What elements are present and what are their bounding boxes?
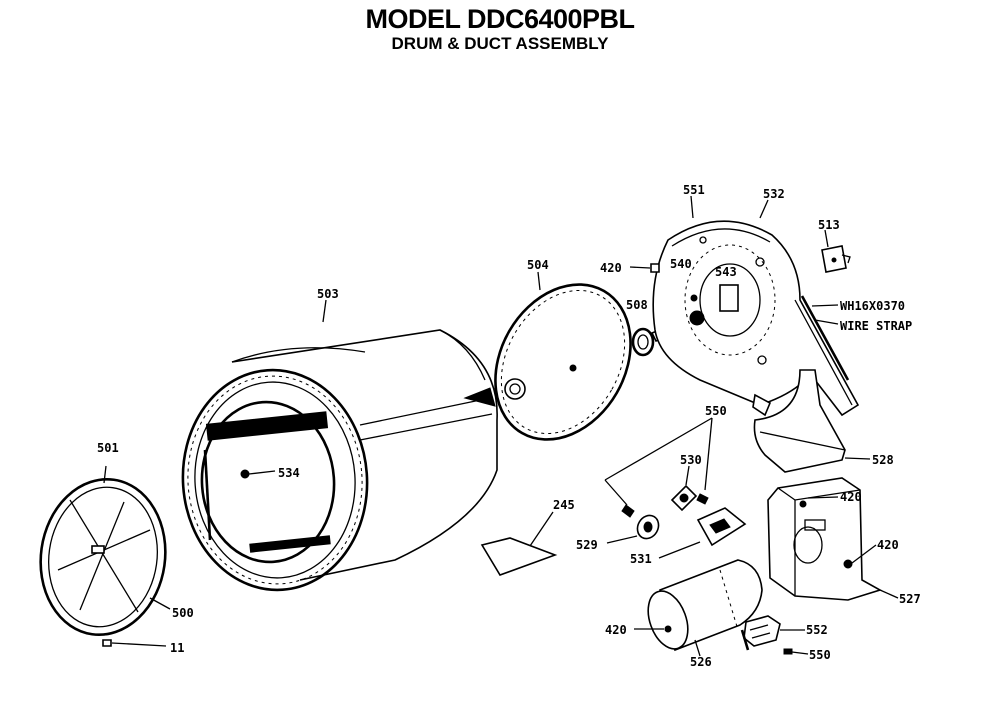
- sensor-bracket-531[interactable]: [696, 507, 747, 547]
- screw-550[interactable]: [621, 493, 709, 518]
- callout-532: 532: [763, 187, 785, 201]
- callout-11: 11: [170, 641, 184, 655]
- callout-526: 526: [690, 655, 712, 669]
- callout-550-top: 550: [705, 404, 727, 418]
- thermostat-529[interactable]: [633, 512, 662, 543]
- callout-513: 513: [818, 218, 840, 232]
- callout-530: 530: [680, 453, 702, 467]
- callout-500: 500: [172, 606, 194, 620]
- diagram-subtitle: DRUM & DUCT ASSEMBLY: [391, 34, 609, 53]
- callout-528: 528: [872, 453, 894, 467]
- callout-508: 508: [626, 298, 648, 312]
- callout-420-mid1: 420: [840, 490, 862, 504]
- screw-11[interactable]: [102, 639, 112, 647]
- callout-550-bottom: 550: [809, 648, 831, 662]
- callout-531: 531: [630, 552, 652, 566]
- callout-501: 501: [97, 441, 119, 455]
- callout-420-mid2: 420: [877, 538, 899, 552]
- terminal-block[interactable]: [740, 615, 781, 651]
- callout-540: 540: [670, 257, 692, 271]
- callout-551: 551: [683, 183, 705, 197]
- drum[interactable]: [176, 329, 498, 596]
- felt-pad[interactable]: [480, 537, 558, 576]
- callout-420-top: 420: [600, 261, 622, 275]
- rear-bulkhead[interactable]: [652, 220, 860, 417]
- callout-529: 529: [576, 538, 598, 552]
- screw-550-bottom[interactable]: [783, 648, 793, 655]
- callout-245: 245: [553, 498, 575, 512]
- callout-503: 503: [317, 287, 339, 301]
- duct-clip[interactable]: [821, 245, 851, 273]
- callout-543: 543: [715, 265, 737, 279]
- diagram-title: MODEL DDC6400PBL: [365, 4, 635, 34]
- callout-534: 534: [278, 466, 300, 480]
- callout-420-bottom: 420: [605, 623, 627, 637]
- callout-wire-part: WH16X0370: [840, 299, 905, 313]
- callout-wire-strap: WIRE STRAP: [840, 319, 912, 333]
- front-seal-ring[interactable]: [31, 471, 176, 643]
- thermostat-530[interactable]: [670, 484, 698, 512]
- heater-housing[interactable]: [641, 559, 763, 654]
- heater-bracket[interactable]: [767, 477, 883, 601]
- screw-420-top[interactable]: [650, 263, 660, 273]
- callout-527: 527: [899, 592, 921, 606]
- callout-552: 552: [806, 623, 828, 637]
- callout-504: 504: [527, 258, 549, 272]
- blower-duct[interactable]: [753, 369, 846, 473]
- rear-bulkhead-seal[interactable]: [468, 260, 657, 464]
